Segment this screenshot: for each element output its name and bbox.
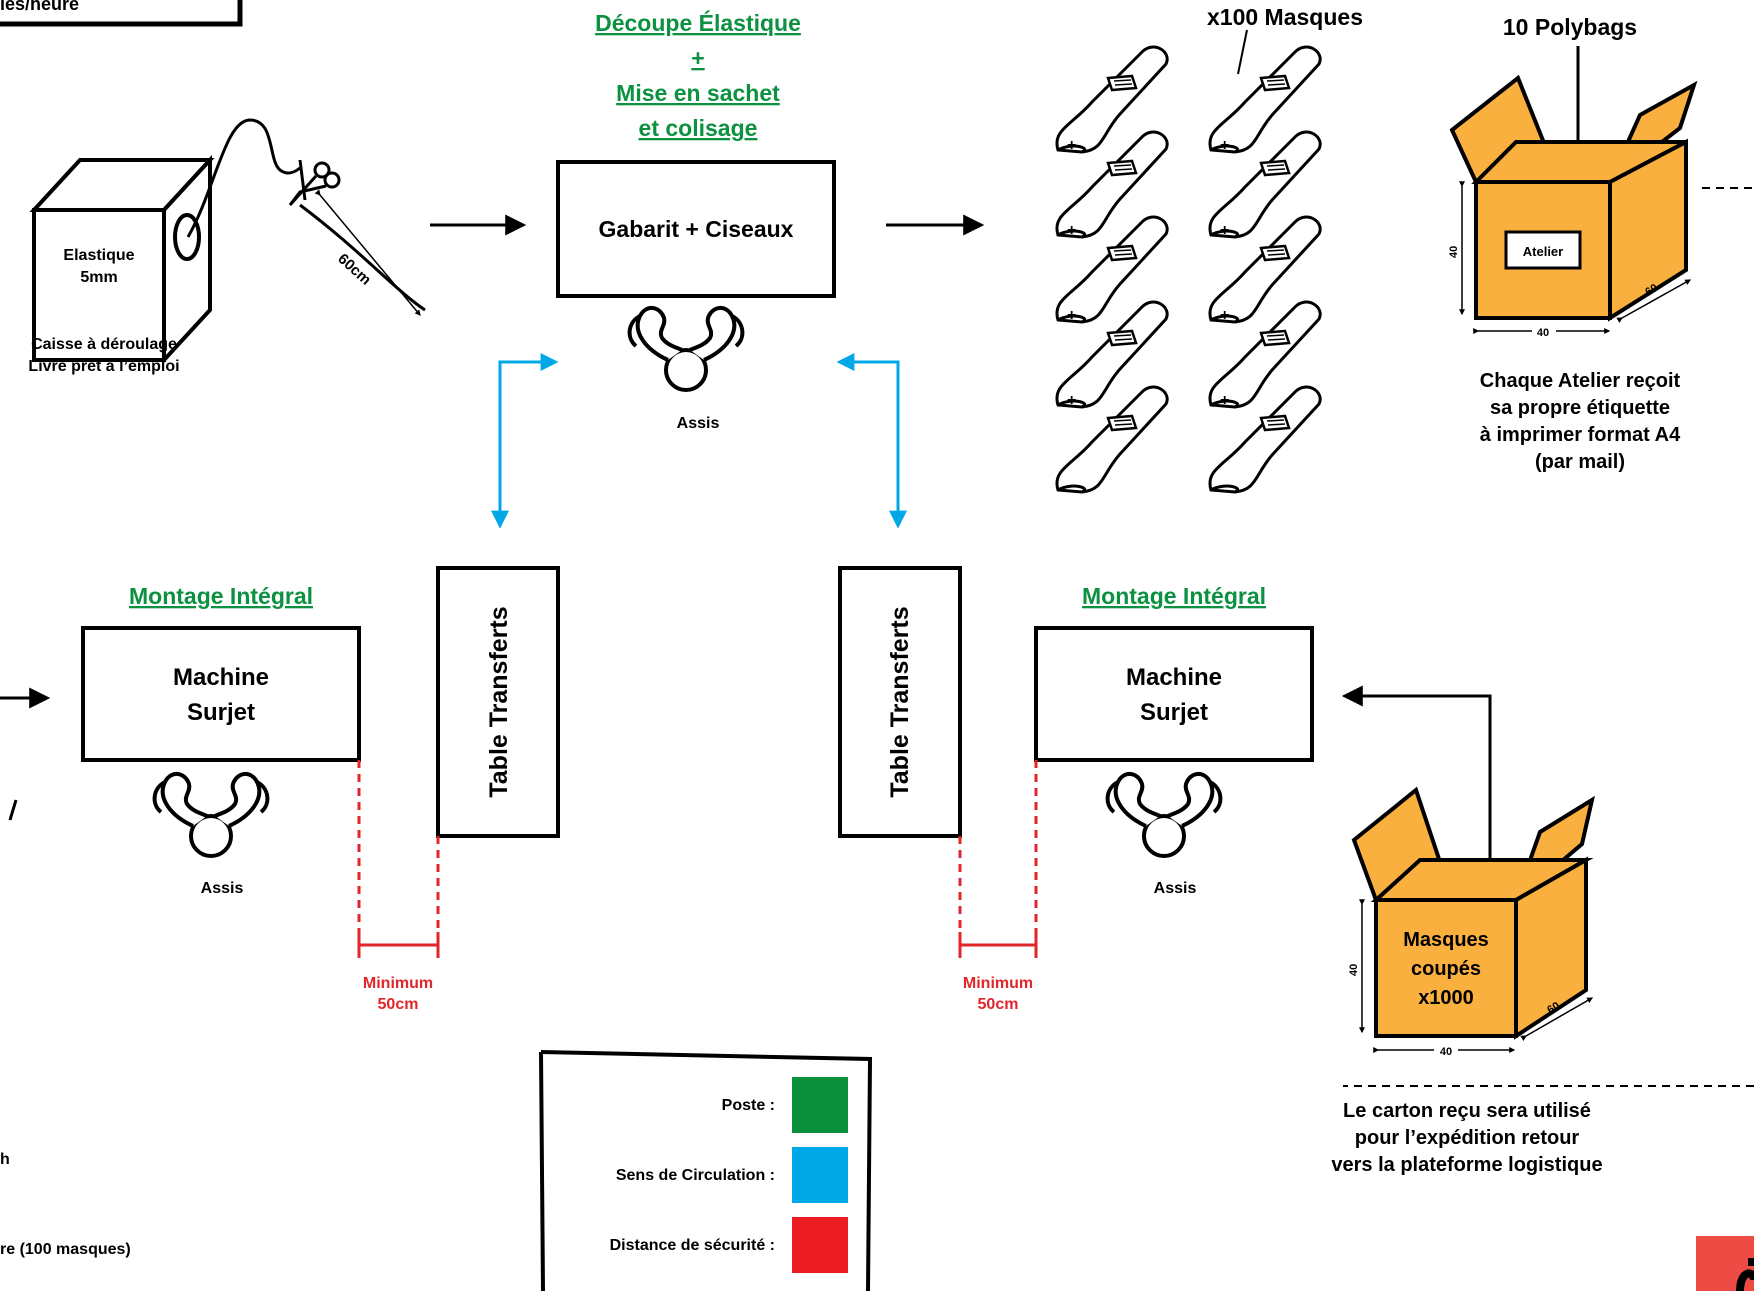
- cut-elastic: [299, 203, 426, 312]
- carton-label-2: coupés: [1411, 958, 1481, 980]
- carton-caption-3: vers la plateforme logistique: [1331, 1154, 1602, 1176]
- legend-distance-label: Distance de sécurité :: [610, 1237, 775, 1254]
- plus-sign: +: [1067, 307, 1076, 324]
- distance-right: Minimum 50cm: [958, 760, 1038, 1013]
- montage-left-title: Montage Intégral: [129, 583, 313, 609]
- decoupe-title-1: Découpe Élastique: [595, 9, 801, 36]
- montage-right-seat: Assis: [1154, 880, 1197, 897]
- transfer-table-right: [838, 566, 962, 838]
- brand-corner-logo: [1696, 1236, 1754, 1291]
- arrow-carton-to-montage: [1341, 685, 1492, 868]
- transfer-table-left: [436, 566, 560, 838]
- atelier-label: Atelier: [1523, 244, 1563, 259]
- decoupe-seat: Assis: [677, 415, 720, 432]
- length-arrow: [314, 189, 421, 316]
- operator-decoupe-icon: [627, 305, 745, 392]
- plus-sign: +: [1067, 137, 1076, 154]
- polybags-dim-h: 40: [1448, 246, 1460, 258]
- distance-right-line-2: 50cm: [978, 996, 1019, 1013]
- machine-surjet-right: [1034, 626, 1314, 762]
- legend-circulation-label: Sens de Circulation :: [616, 1167, 775, 1184]
- gabarit-label: Gabarit + Ciseaux: [599, 216, 794, 242]
- plus-sign: +: [1067, 392, 1076, 409]
- gabarit-table: [556, 160, 836, 298]
- scissors-icon: [288, 159, 341, 207]
- operator-left-icon: [152, 771, 270, 858]
- carton-caption-2: pour l’expédition retour: [1355, 1127, 1580, 1149]
- machine-surjet-left: [81, 626, 361, 762]
- elastic-label-2: 5mm: [80, 269, 117, 286]
- top-left-fragment: les/heure: [0, 0, 79, 14]
- polybags-caption-3: à imprimer format A4: [1480, 424, 1681, 446]
- elastic-cord: [186, 118, 301, 238]
- elastic-label-1: Elastique: [63, 247, 134, 264]
- return-dashed-line: [1343, 187, 1754, 1087]
- plus-sign: +: [1220, 392, 1229, 409]
- montage-left-seat: Assis: [201, 880, 244, 897]
- machine-right-label-1: Machine: [1126, 664, 1222, 691]
- masques-title: x100 Masques: [1207, 4, 1363, 30]
- polybags-dim-d: 60: [1643, 282, 1660, 299]
- carton-dim-h: 40: [1348, 964, 1360, 976]
- legend-poste-label: Poste :: [722, 1097, 775, 1114]
- plus-sign: +: [1220, 222, 1229, 239]
- polybags-title: 10 Polybags: [1503, 14, 1637, 40]
- montage-right-title: Montage Intégral: [1082, 583, 1266, 609]
- distance-right-line-1: Minimum: [963, 975, 1033, 992]
- carton-label-3: x1000: [1418, 987, 1474, 1009]
- masques-pointer: [1237, 29, 1248, 75]
- polybags-dim-w: 40: [1537, 327, 1549, 339]
- circulation-arrows: [491, 353, 907, 529]
- carton-label-1: Masques: [1403, 929, 1489, 951]
- atelier-label-box: [1504, 230, 1582, 270]
- carton-masques-coupes: Masques coupés x1000 40 40 60 Le carton …: [1331, 786, 1603, 1176]
- distance-left-line-2: 50cm: [378, 996, 419, 1013]
- elastic-length: 60cm: [334, 250, 374, 288]
- carton-caption-1: Le carton reçu sera utilisé: [1343, 1100, 1591, 1122]
- transfer-table-left-label: Table Transferts: [485, 606, 513, 797]
- operator-right-icon: [1105, 771, 1223, 858]
- left-fragment-masques: re (100 masques): [0, 1241, 131, 1258]
- top-left-box: les/heure: [0, 0, 243, 27]
- decoupe-station: Découpe Élastique + Mise en sachet et co…: [556, 9, 836, 432]
- legend-circulation-swatch: [792, 1147, 848, 1203]
- legend-distance-swatch: [792, 1217, 848, 1273]
- plus-sign: +: [1067, 222, 1076, 239]
- montage-left-station: Montage Intégral Machine Surjet Assis: [81, 583, 361, 897]
- elastic-caption-2: Livré prêt à l’emploi: [28, 358, 179, 375]
- polybags-box: 10 Polybags Atelier 40 40 60 Chaque Atel…: [1448, 14, 1698, 473]
- legend: Poste : Sens de Circulation : Distance d…: [539, 1050, 873, 1291]
- distance-left: Minimum 50cm: [357, 760, 440, 1013]
- machine-left-label-2: Surjet: [187, 699, 255, 726]
- polybags-caption-2: sa propre étiquette: [1490, 397, 1670, 419]
- elastic-caption-1: Caisse à déroulage: [31, 336, 177, 353]
- montage-right-station: Montage Intégral Machine Surjet Assis: [1034, 583, 1314, 897]
- elastic-box: Elastique 5mm Caisse à déroulage Livré p…: [28, 118, 301, 375]
- polybags-caption-1: Chaque Atelier reçoit: [1480, 370, 1681, 392]
- left-partial-mark: [8, 799, 18, 821]
- plus-sign: +: [1220, 307, 1229, 324]
- left-fragment-h: h: [0, 1151, 10, 1168]
- distance-left-line-1: Minimum: [363, 975, 433, 992]
- decoupe-title-4: et colisage: [639, 115, 758, 141]
- machine-right-label-2: Surjet: [1140, 699, 1208, 726]
- decoupe-title-2: +: [691, 45, 704, 71]
- carton-dim-w: 40: [1440, 1046, 1452, 1058]
- plus-sign: +: [1220, 137, 1229, 154]
- masques-group: x100 Masques + + + + + + + +: [1055, 4, 1363, 494]
- polybags-caption-4: (par mail): [1535, 451, 1625, 473]
- decoupe-title-3: Mise en sachet: [616, 80, 780, 106]
- transfer-table-right-label: Table Transferts: [886, 606, 914, 797]
- carton-dim-d: 60: [1545, 1000, 1562, 1017]
- legend-poste-swatch: [792, 1077, 848, 1133]
- machine-left-label-1: Machine: [173, 664, 269, 691]
